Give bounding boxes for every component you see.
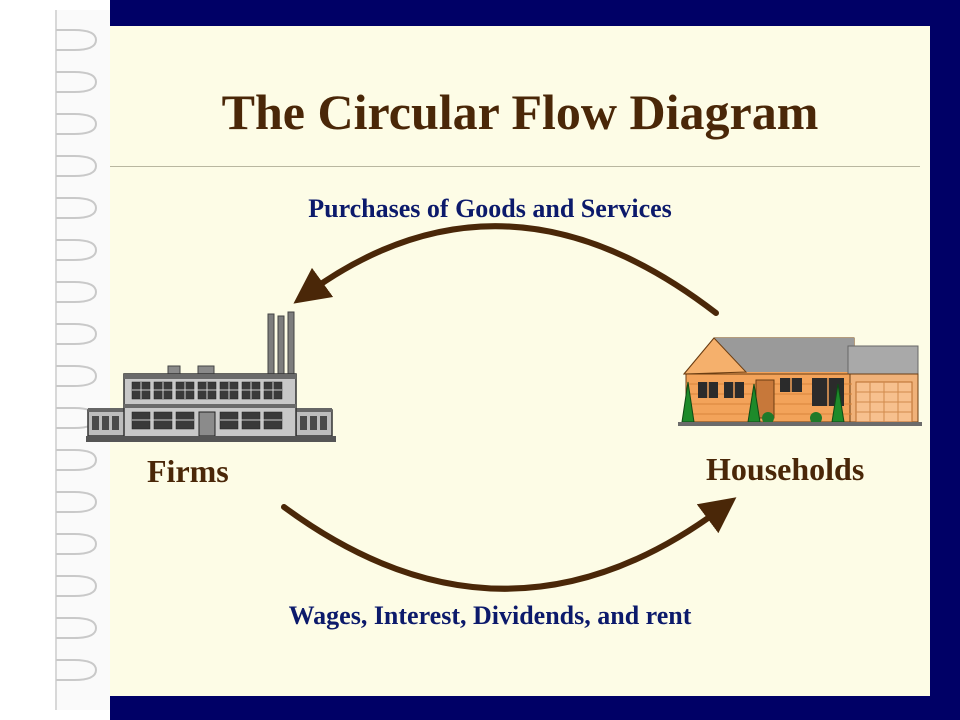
house-icon — [678, 337, 922, 426]
notebook-ring — [56, 449, 98, 471]
notebook-ring — [56, 113, 98, 135]
notebook-binding — [0, 0, 110, 720]
factory-icon — [86, 311, 336, 442]
purchases-flow-label: Purchases of Goods and Services — [308, 194, 672, 223]
notebook-ring — [56, 533, 98, 555]
frame-top-bar — [110, 0, 960, 26]
firms-label: Firms — [147, 453, 229, 489]
notebook-ring — [56, 617, 98, 639]
frame-bottom-bar — [110, 696, 960, 720]
notebook-ring — [56, 659, 98, 681]
notebook-ring — [56, 239, 98, 261]
notebook-ring — [56, 491, 98, 513]
purchases-flow-arrow — [293, 223, 719, 316]
wages-flow-label: Wages, Interest, Dividends, and rent — [288, 601, 692, 630]
notebook-ring — [56, 365, 98, 387]
notebook-ring — [56, 71, 98, 93]
slide-title: The Circular Flow Diagram — [221, 84, 819, 140]
notebook-ring — [56, 29, 98, 51]
notebook-rings-graphic — [55, 10, 110, 710]
notebook-ring — [56, 575, 98, 597]
wages-flow-arrow — [281, 497, 737, 592]
title-divider — [110, 166, 920, 167]
notebook-ring — [56, 281, 98, 303]
frame-right-bar — [930, 0, 960, 720]
notebook-ring — [56, 197, 98, 219]
households-label: Households — [706, 451, 865, 487]
notebook-ring — [56, 155, 98, 177]
notebook-ring — [56, 323, 98, 345]
